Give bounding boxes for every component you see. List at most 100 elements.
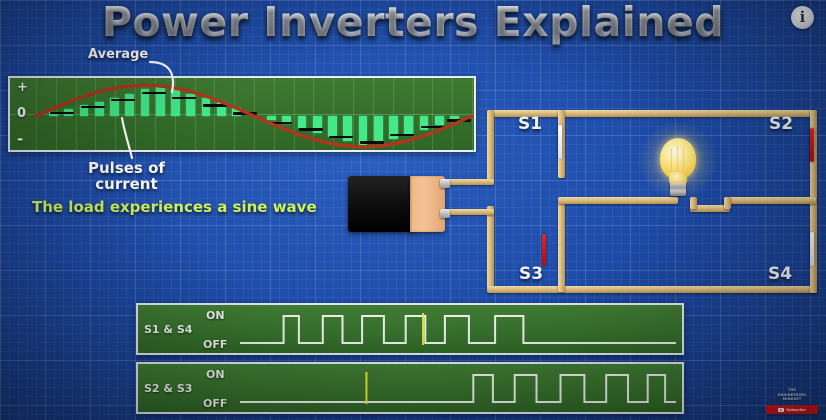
scope-vgrid	[135, 78, 137, 150]
pulse-bar	[110, 98, 119, 116]
scope-vgrid	[75, 78, 77, 150]
battery-terminal-positive	[440, 179, 450, 188]
pulse-bar	[312, 116, 322, 133]
pulse-bar	[450, 116, 459, 121]
pulse-bar	[155, 86, 165, 116]
switch-s2-indicator[interactable]	[810, 128, 814, 162]
scope-vgrid	[392, 78, 394, 150]
average-segment	[390, 133, 415, 137]
pulse-bar	[419, 116, 429, 130]
bulb-neck	[669, 172, 687, 186]
pulse-bar	[267, 116, 276, 121]
scope-vgrid	[273, 78, 275, 150]
pulse-bar	[434, 116, 444, 126]
battery-face	[410, 176, 445, 232]
timing-row-label-1: S1 & S4	[144, 323, 193, 336]
battery-body	[348, 176, 414, 232]
dc-battery	[348, 176, 450, 232]
switch-s4-indicator[interactable]	[810, 232, 814, 266]
scope-vgrid	[353, 78, 355, 150]
wire-load-jog	[690, 197, 697, 209]
pulse-bar	[216, 102, 226, 116]
callout-average: Average	[88, 47, 149, 62]
timing-signal-1	[240, 313, 676, 345]
pulse-bar	[282, 116, 292, 125]
pulse-bar	[297, 116, 307, 129]
pulse-bar	[140, 89, 150, 116]
switch-s3-indicator[interactable]	[542, 234, 546, 266]
average-segment	[268, 121, 293, 125]
wire-load-right	[724, 197, 816, 204]
scope-axis-minus: -	[17, 130, 24, 148]
watermark-line3: MINDSET	[782, 397, 802, 402]
wire-bottom-rail	[487, 286, 817, 293]
average-segment	[329, 135, 354, 139]
wire-top-rail	[487, 110, 817, 117]
scope-axis-zero: 0	[17, 106, 27, 121]
youtube-play-icon	[778, 407, 785, 412]
scope-vgrid	[36, 78, 37, 150]
bulb-glass	[660, 138, 696, 179]
pulse-bar	[49, 112, 58, 116]
pulse-bar	[373, 116, 383, 144]
watermark-line2: ENGINEERING	[777, 392, 807, 397]
wire-arm-s1	[558, 110, 565, 178]
info-icon[interactable]: i	[791, 6, 814, 29]
pulse-bar	[94, 101, 104, 116]
pulse-bar	[125, 93, 135, 116]
switch-label-s3: S3	[519, 264, 544, 284]
scope-vgrid	[452, 78, 454, 150]
scope-vgrid	[472, 78, 473, 150]
pulse-bar	[343, 116, 353, 142]
watermark-line1: THE	[787, 388, 797, 393]
page-title: Power Inverters Explained	[0, 0, 826, 46]
timing-off-label-1: OFF	[203, 338, 228, 351]
scope-vgrid	[293, 78, 295, 150]
average-segment	[80, 105, 105, 109]
switch-label-s4: S4	[768, 264, 793, 284]
watermark-logo: THE ENGINEERING MINDSET	[766, 388, 818, 402]
wire-arm-s3	[558, 200, 565, 292]
battery-terminal-negative	[440, 209, 450, 218]
scope-vgrid	[412, 78, 414, 150]
pulse-bar	[171, 89, 180, 116]
pulse-bar	[201, 98, 211, 116]
wire-right-upper	[810, 110, 817, 172]
average-segment	[172, 96, 197, 100]
light-bulb	[639, 122, 717, 202]
scope-vgrid	[333, 78, 335, 150]
wire-left-lower	[487, 206, 494, 292]
timing-signal-2	[240, 372, 676, 404]
pulse-bar	[186, 93, 196, 116]
pulse-bar	[328, 116, 337, 138]
switch-label-s1: S1	[518, 114, 543, 134]
switch-s1-indicator[interactable]	[558, 125, 562, 159]
average-segment	[298, 128, 323, 131]
timing-row-label-2: S2 & S3	[144, 382, 193, 395]
timing-on-label-2: ON	[206, 368, 225, 381]
timing-on-label-1: ON	[206, 309, 225, 322]
pulse-bar	[389, 116, 398, 139]
pwm-waveform-chart: + 0 -	[8, 76, 476, 152]
scope-axis-plus: +	[17, 80, 28, 95]
scope-vgrid	[313, 78, 315, 150]
bulb-glow	[639, 122, 717, 200]
wire-load-left	[558, 197, 678, 204]
average-segment	[50, 111, 75, 115]
wire-left-upper	[487, 110, 494, 182]
subscribe-label: Subscribe	[786, 407, 806, 412]
scope-vgrid	[432, 78, 434, 150]
scope-vgrid	[154, 78, 156, 150]
channel-watermark[interactable]: THE ENGINEERING MINDSET Subscribe	[766, 388, 818, 414]
wire-right-lower	[810, 170, 817, 293]
callout-pulses-of-current: Pulses of current	[88, 159, 165, 194]
wire-battery-positive	[443, 179, 494, 185]
average-segment	[111, 98, 136, 102]
scope-vgrid	[214, 78, 216, 150]
wire-load-jog2	[724, 197, 731, 209]
timing-chart-s2-s3: S2 & S3 ON OFF	[136, 362, 684, 414]
pulse-bar	[232, 107, 241, 116]
average-segment	[202, 104, 227, 107]
subscribe-button[interactable]: Subscribe	[766, 405, 818, 414]
